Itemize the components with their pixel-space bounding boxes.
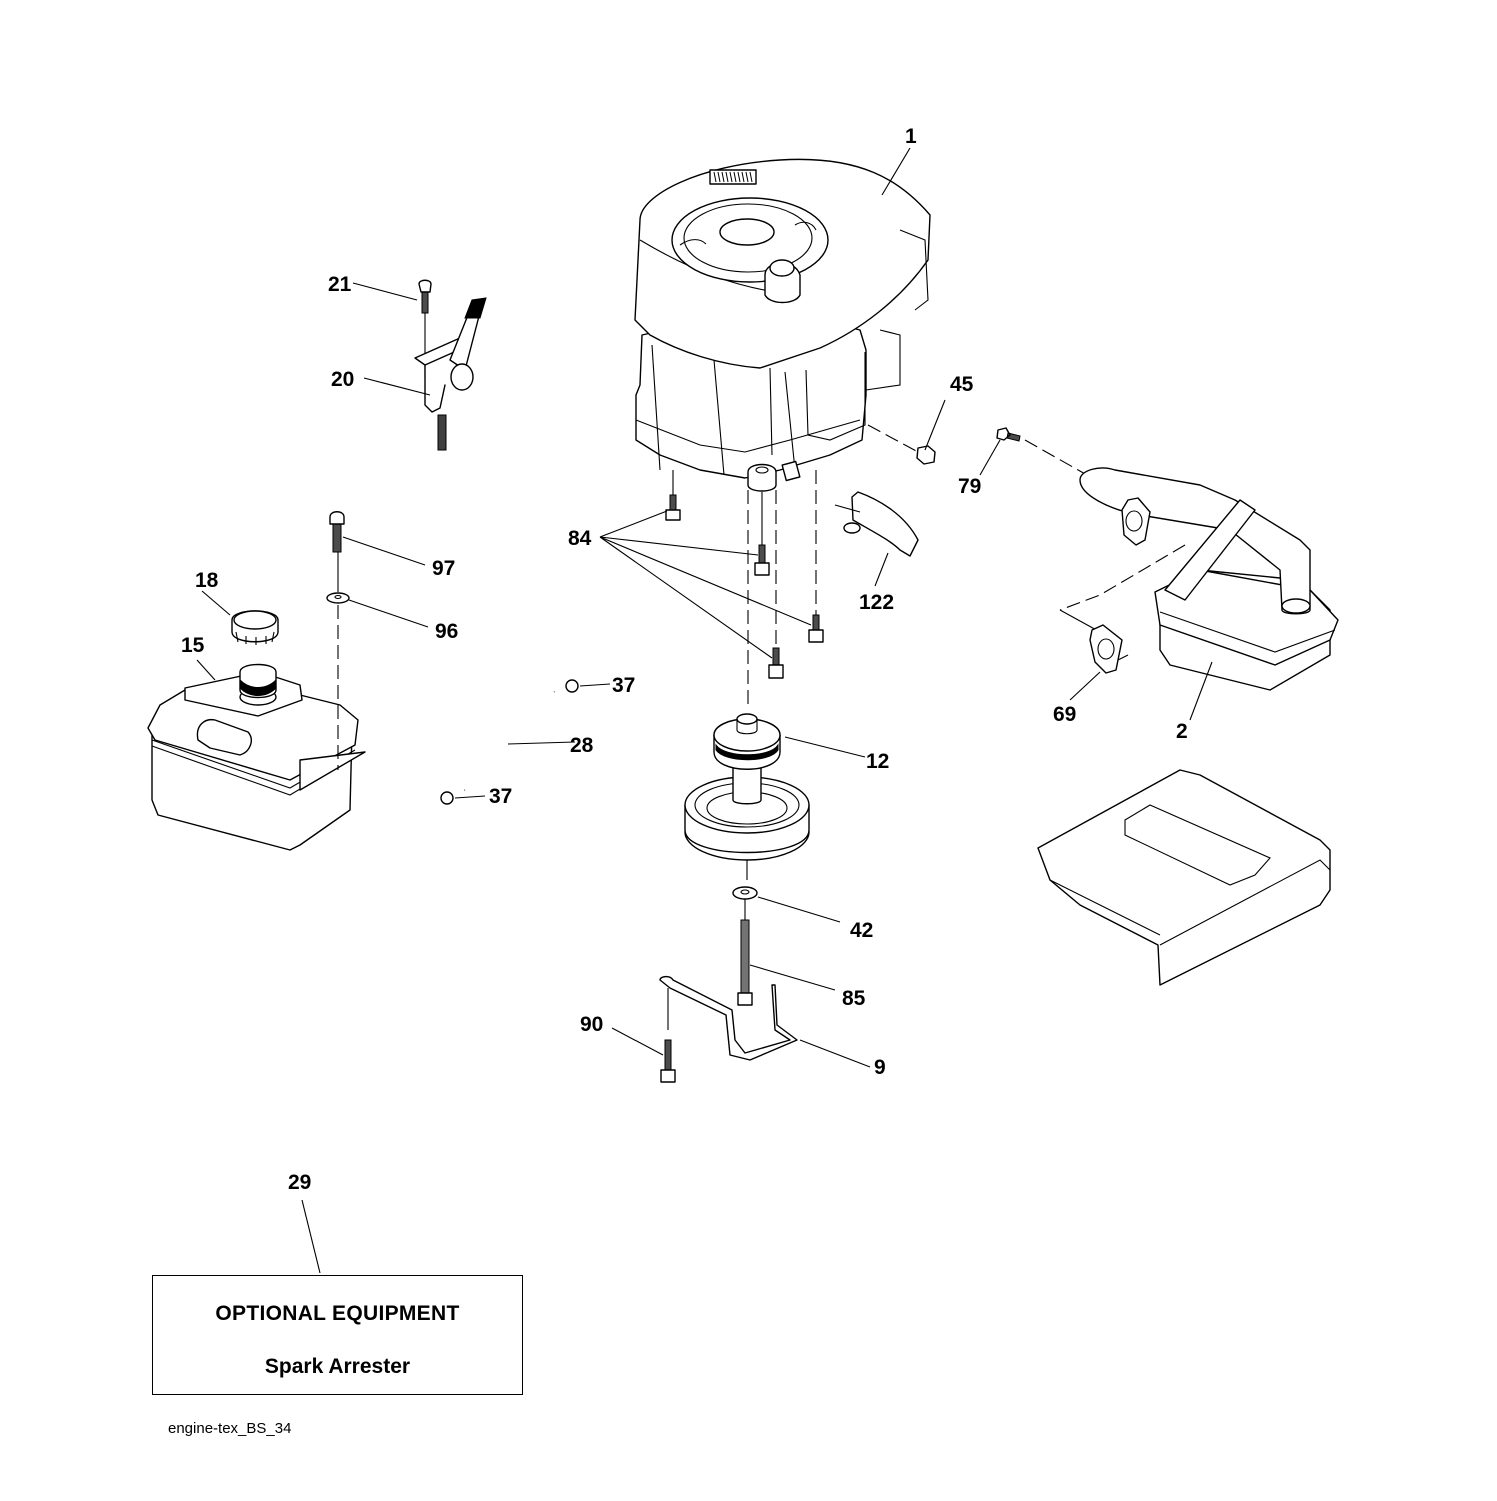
callout-29[interactable]: 29 (288, 1171, 311, 1194)
callout-21[interactable]: 21 (328, 273, 352, 296)
pulley-drawing[interactable] (684, 713, 810, 880)
callout-97[interactable]: 97 (432, 557, 455, 580)
drawing-code: engine-tex_BS_34 (168, 1420, 292, 1437)
callout-42[interactable]: 42 (850, 919, 873, 942)
callout-15[interactable]: 15 (181, 634, 205, 657)
fuel-line-drawing[interactable] (440, 679, 579, 805)
callout-45[interactable]: 45 (950, 373, 974, 396)
callout-20[interactable]: 20 (331, 368, 354, 391)
throttle-control-drawing[interactable] (414, 279, 487, 451)
callout-37-upper[interactable]: 37 (612, 674, 635, 697)
optional-equipment-item[interactable]: Spark Arrester (264, 1355, 411, 1378)
leader-lines (196, 147, 1213, 1274)
callout-37-lower[interactable]: 37 (489, 785, 512, 808)
deflector-drawing[interactable] (834, 491, 919, 557)
callout-1[interactable]: 1 (905, 125, 917, 148)
mount-bolts-drawing[interactable] (665, 470, 824, 710)
callout-18[interactable]: 18 (195, 569, 219, 592)
fuel-tank-drawing[interactable] (147, 511, 366, 851)
callout-69[interactable]: 69 (1053, 703, 1076, 726)
callout-2[interactable]: 2 (1176, 720, 1188, 743)
engine-mount-plate-drawing (1037, 769, 1331, 986)
engine-drawing[interactable] (634, 158, 931, 492)
callout-28[interactable]: 28 (570, 734, 594, 757)
callout-96[interactable]: 96 (435, 620, 458, 643)
callout-79[interactable]: 79 (958, 475, 981, 498)
callout-12[interactable]: 12 (866, 750, 889, 773)
callout-9[interactable]: 9 (874, 1056, 886, 1079)
pulley-hardware-drawing[interactable] (659, 886, 798, 1083)
callout-122[interactable]: 122 (859, 591, 894, 614)
callout-84[interactable]: 84 (568, 527, 592, 550)
callout-85[interactable]: 85 (842, 987, 866, 1010)
callout-labels: 1 2 9 12 15 18 20 21 28 37 37 42 45 69 7… (181, 125, 1188, 1194)
muffler-drawing[interactable] (1059, 467, 1339, 691)
callout-90[interactable]: 90 (580, 1013, 603, 1036)
optional-equipment-box: OPTIONAL EQUIPMENT Spark Arrester (152, 1275, 523, 1395)
optional-equipment-title: OPTIONAL EQUIPMENT (215, 1302, 460, 1325)
